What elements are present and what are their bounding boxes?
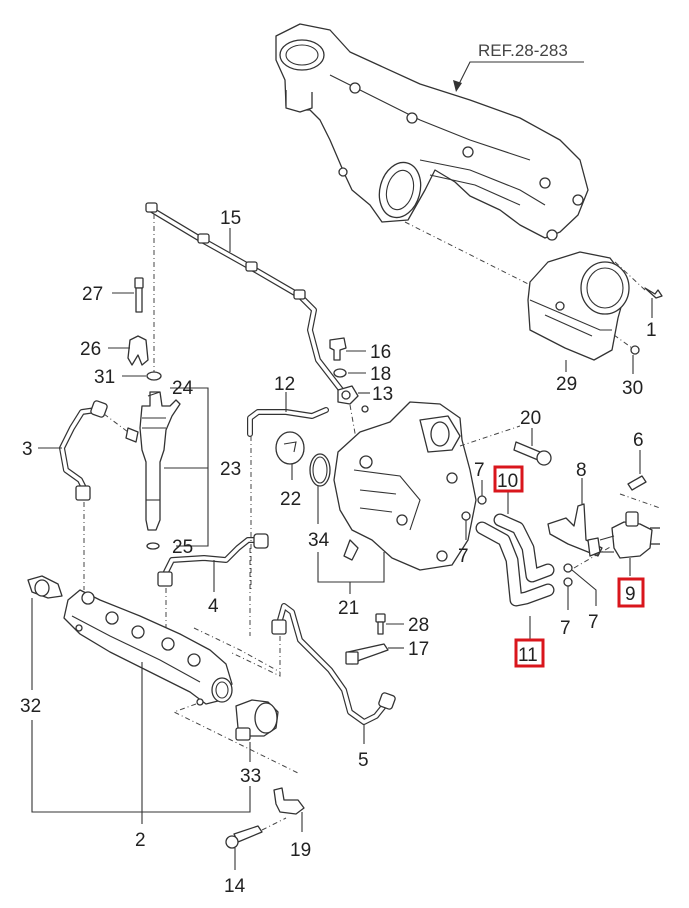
callout-14: 14 (224, 876, 246, 897)
banjo-bolt[interactable] (329, 337, 347, 361)
callout-19: 19 (290, 840, 311, 861)
callout-12: 12 (274, 374, 295, 395)
fuel-return-line[interactable] (145, 202, 348, 398)
injector-washer[interactable] (146, 542, 160, 550)
reference-label: REF.28-283 (478, 41, 568, 60)
callout-30: 30 (622, 378, 643, 399)
callout-34: 34 (308, 530, 330, 551)
valve-assembly[interactable] (599, 511, 660, 559)
valve-bolt[interactable] (627, 475, 647, 491)
fuel-hose-11[interactable] (475, 521, 555, 607)
callout-26: 26 (80, 339, 101, 360)
callout-29: 29 (556, 374, 577, 395)
highlight-part-11[interactable]: 11 (514, 638, 545, 668)
pump-cap[interactable] (275, 431, 305, 465)
callout-4: 4 (208, 596, 219, 617)
banjo-fitting[interactable] (337, 385, 369, 413)
callout-18: 18 (370, 364, 391, 385)
callout-27: 27 (82, 284, 103, 305)
sensor-17[interactable] (345, 643, 389, 665)
callout-23: 23 (220, 459, 241, 480)
fuel-hose-10[interactable] (493, 513, 555, 583)
callout-11: 11 (518, 645, 538, 666)
leak-off-pipe[interactable] (247, 407, 329, 437)
callout-7c: 7 (560, 618, 571, 639)
callout-22: 22 (280, 489, 301, 510)
highlight-box-10 (493, 465, 524, 493)
injection-pipe-5[interactable] (271, 603, 396, 725)
highlight-box-9 (617, 577, 645, 608)
callout-15: 15 (220, 208, 241, 229)
injector[interactable] (125, 391, 181, 531)
highlight-part-10[interactable]: 10 (493, 465, 524, 493)
callout-28: 28 (408, 615, 429, 636)
callout-3: 3 (22, 439, 33, 460)
callout-5: 5 (358, 750, 369, 771)
callout-8: 8 (576, 460, 587, 481)
sealing-washer[interactable] (333, 368, 347, 378)
callout-7b: 7 (458, 546, 469, 567)
injection-pipe-4[interactable] (157, 533, 269, 587)
common-rail[interactable] (63, 589, 233, 706)
sensor-bolt[interactable] (375, 613, 386, 635)
callout-16: 16 (370, 342, 391, 363)
rail-pressure-sensor[interactable] (27, 575, 63, 599)
rail-bolt[interactable] (225, 825, 263, 849)
clamp-bolt[interactable] (134, 277, 144, 313)
intake-manifold[interactable] (275, 23, 589, 241)
callout-31: 31 (94, 367, 115, 388)
pressure-control-valve[interactable] (235, 699, 279, 741)
pump-bolt[interactable] (513, 441, 552, 466)
callout-7a: 7 (474, 460, 485, 481)
callout-7d: 7 (588, 612, 599, 633)
callout-20: 20 (520, 408, 541, 429)
injector-clamp[interactable] (127, 335, 149, 366)
callout-33: 33 (240, 766, 261, 787)
callout-9: 9 (625, 584, 636, 605)
callout-1: 1 (646, 320, 657, 341)
valve-bracket[interactable] (547, 503, 603, 557)
callout-32: 32 (20, 696, 41, 717)
callout-13: 13 (372, 384, 393, 405)
callout-25: 25 (172, 537, 193, 558)
rail-bracket[interactable] (273, 787, 305, 815)
callout-21: 21 (338, 598, 359, 619)
reference-callout: REF.28-283 (453, 41, 584, 92)
high-pressure-pump[interactable] (333, 401, 477, 571)
highlight-box-11 (514, 638, 545, 668)
callout-17: 17 (408, 639, 429, 660)
highlight-part-9[interactable]: 9 (617, 577, 645, 608)
snap-ring[interactable] (146, 371, 162, 381)
callout-6: 6 (633, 430, 644, 451)
callout-2: 2 (135, 830, 146, 851)
callout-10: 10 (497, 471, 518, 492)
injection-pipe-3[interactable] (59, 400, 108, 501)
throttle-body[interactable] (404, 221, 663, 361)
callout-24: 24 (172, 378, 194, 399)
